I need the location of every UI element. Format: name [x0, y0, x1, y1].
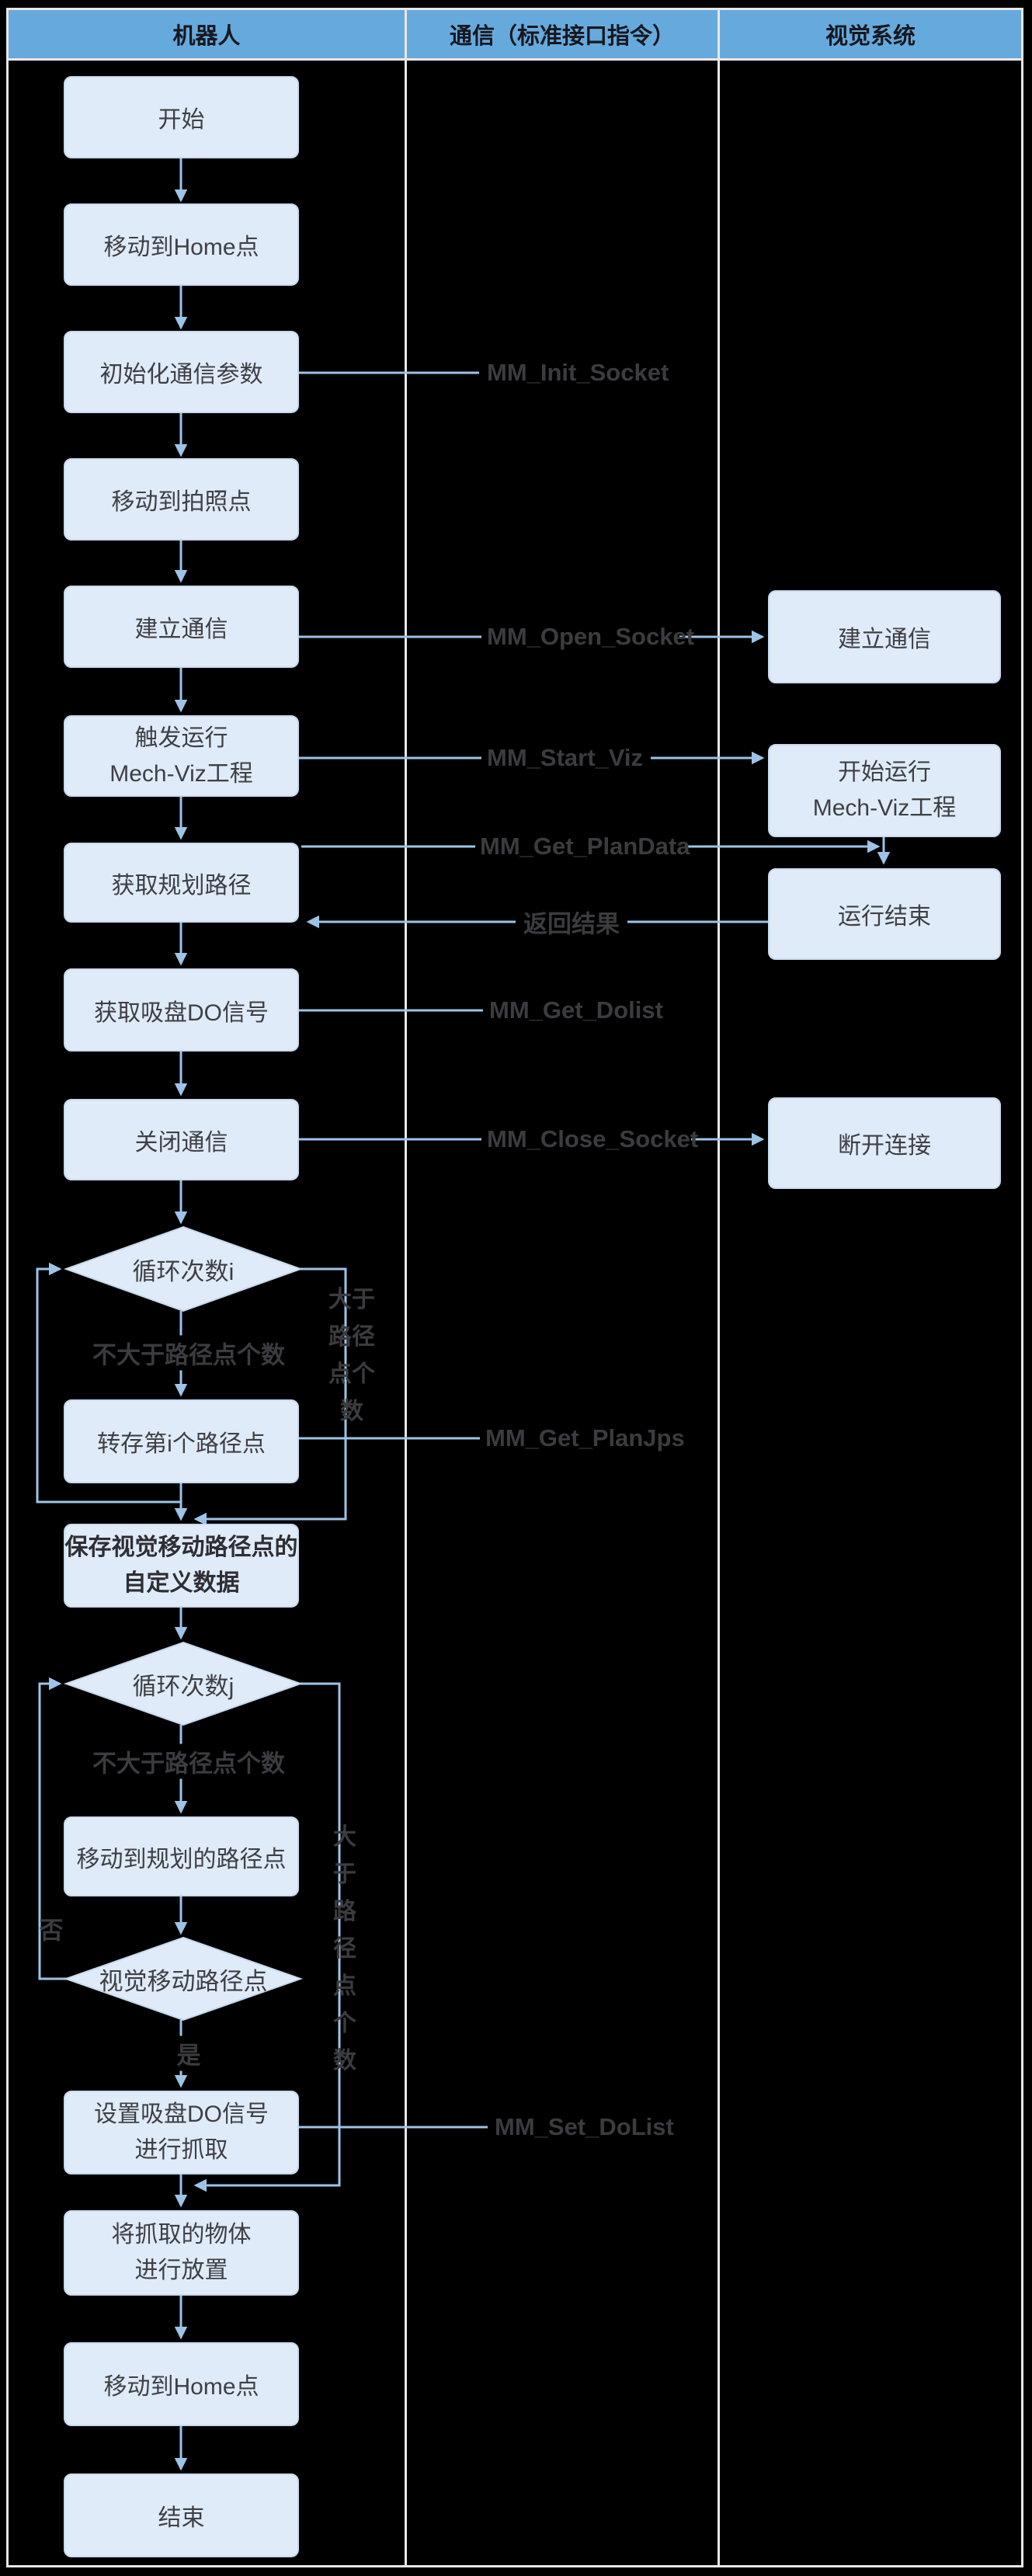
label-loop-j-greater-4: 径	[333, 1936, 356, 1962]
node-move-home-1: 移动到Home点	[64, 203, 299, 286]
label-mm-init-socket: MM_Init_Socket	[487, 359, 669, 386]
node-save-point-i: 转存第i个路径点	[64, 1399, 299, 1483]
diamond-loop-i-shape	[64, 1225, 303, 1312]
label-loop-i-not-greater: 不大于路径点个数	[85, 1335, 293, 1371]
label-mm-get-planjps: MM_Get_PlanJps	[485, 1424, 685, 1451]
node-establish-comm-robot: 建立通信	[64, 586, 299, 668]
label-mm-get-plandata: MM_Get_PlanData	[480, 833, 690, 860]
node-trigger-viz-line1: 触发运行	[134, 725, 228, 751]
node-start-viz-line1: 开始运行	[838, 760, 931, 785]
node-establish-comm-vision: 建立通信	[768, 590, 1001, 683]
label-mm-set-dolist: MM_Set_DoList	[495, 2113, 674, 2140]
header-robot-lane: 机器人	[172, 24, 241, 49]
header-vision-lane: 视觉系统	[825, 24, 916, 49]
label-loop-i-greater-2: 路径	[328, 1324, 375, 1350]
node-close-comm: 关闭通信	[64, 1099, 299, 1180]
label-loop-i-greater: 大于 路径 点个 数	[327, 1281, 377, 1431]
node-start-viz: 开始运行 Mech-Viz工程	[768, 744, 1001, 837]
node-disconnect: 断开连接	[768, 1097, 1001, 1189]
diamond-vision-move-shape	[63, 1936, 304, 2022]
lane-divider-right	[718, 10, 720, 2565]
label-mm-open-socket: MM_Open_Socket	[487, 623, 695, 650]
label-loop-j-greater: 大 于 路 径 点 个 数	[332, 1819, 357, 2080]
table-frame	[6, 8, 1023, 2567]
label-loop-i-greater-3: 点个	[328, 1361, 375, 1387]
label-loop-j-greater-7: 数	[333, 2048, 356, 2074]
diamond-loop-i-label: 循环次数i	[132, 1257, 235, 1285]
node-get-plan-path: 获取规划路径	[64, 843, 299, 923]
node-save-custom-line2: 自定义数据	[123, 1570, 240, 1596]
label-loop-i-greater-4: 数	[340, 1399, 363, 1424]
node-save-custom-line1: 保存视觉移动路径点的	[64, 1535, 298, 1560]
diamond-loop-j-shape	[63, 1641, 304, 1726]
label-mm-close-socket: MM_Close_Socket	[487, 1125, 699, 1152]
node-get-do-signal: 获取吸盘DO信号	[64, 968, 299, 1052]
node-move-planned-point: 移动到规划的路径点	[64, 1816, 299, 1896]
node-init-comm-params: 初始化通信参数	[64, 331, 299, 413]
diamond-vision-move-label: 视觉移动路径点	[99, 1967, 268, 1995]
node-set-do-grab: 设置吸盘DO信号 进行抓取	[64, 2091, 299, 2174]
label-loop-j-greater-2: 于	[333, 1862, 356, 1887]
node-trigger-viz: 触发运行 Mech-Viz工程	[64, 715, 299, 797]
node-place-object: 将抓取的物体 进行放置	[64, 2210, 299, 2296]
node-run-end: 运行结束	[768, 868, 1001, 960]
label-loop-j-greater-1: 大	[333, 1824, 356, 1850]
node-move-photo-point: 移动到拍照点	[64, 458, 299, 541]
label-no: 否	[39, 1917, 64, 1945]
label-yes: 是	[173, 2035, 204, 2071]
node-set-do-line2: 进行抓取	[134, 2137, 228, 2163]
label-loop-j-greater-3: 路	[333, 1899, 356, 1924]
label-mm-get-dolist: MM_Get_Dolist	[489, 996, 663, 1024]
label-return-result: 返回结果	[516, 904, 627, 940]
node-start-viz-line2: Mech-Viz工程	[812, 795, 957, 821]
header-comm-lane: 通信（标准接口指令）	[449, 24, 676, 49]
header-band	[9, 10, 1021, 61]
label-loop-j-greater-6: 个	[333, 2011, 356, 2036]
node-set-do-line1: 设置吸盘DO信号	[94, 2101, 269, 2127]
lane-divider-left	[405, 10, 407, 2565]
node-start: 开始	[64, 76, 299, 158]
label-mm-start-viz: MM_Start_Viz	[487, 744, 643, 771]
diamond-loop-j-label: 循环次数j	[132, 1672, 235, 1700]
label-loop-j-not-greater: 不大于路径点个数	[85, 1743, 293, 1779]
node-place-line1: 将抓取的物体	[111, 2222, 252, 2247]
node-end: 结束	[64, 2473, 299, 2557]
label-loop-i-greater-1: 大于	[328, 1287, 375, 1312]
node-move-home-2: 移动到Home点	[64, 2342, 299, 2426]
node-trigger-viz-line2: Mech-Viz工程	[109, 760, 253, 787]
label-loop-j-greater-5: 点	[333, 1973, 356, 1999]
node-save-custom-data: 保存视觉移动路径点的 自定义数据	[64, 1524, 299, 1608]
node-place-line2: 进行放置	[134, 2258, 228, 2283]
